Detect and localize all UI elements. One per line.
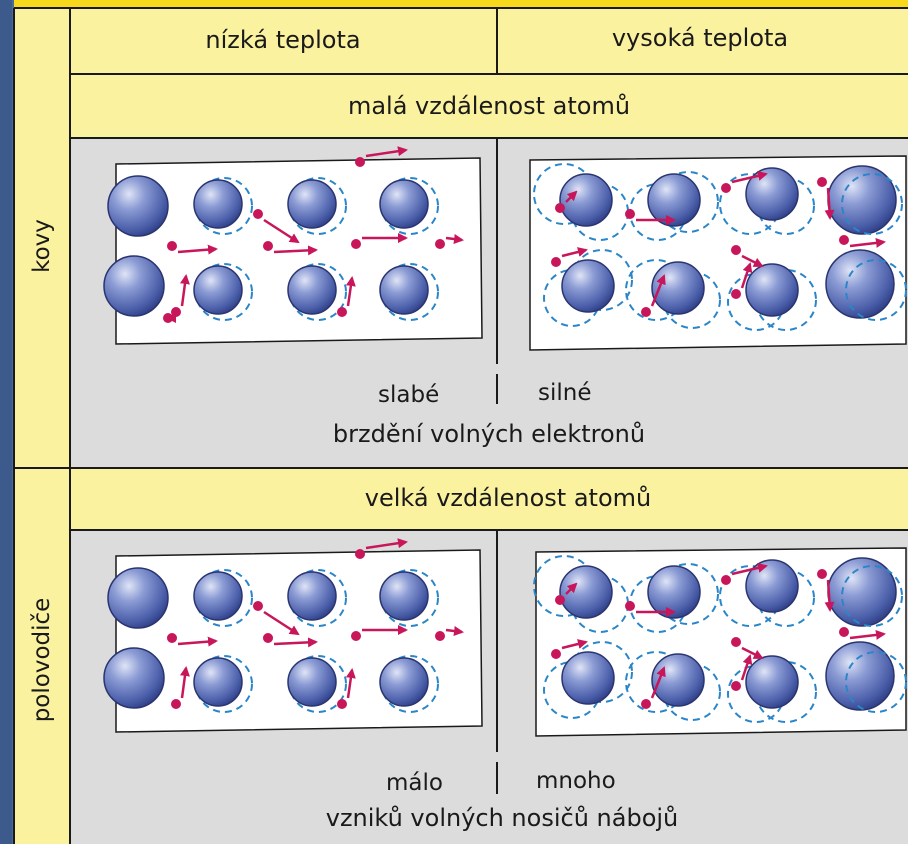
atom — [562, 652, 614, 704]
row-label-semiconductors: polovodiče — [29, 598, 55, 723]
electron — [167, 633, 177, 643]
atom — [746, 656, 798, 708]
metals-caption-area — [70, 364, 908, 468]
electron — [551, 649, 561, 659]
atom — [104, 256, 164, 316]
metals-distance-label: malá vzdálenost atomů — [348, 92, 630, 120]
atom — [380, 266, 428, 314]
electron — [337, 699, 347, 709]
electron — [435, 631, 445, 641]
electron — [171, 307, 181, 317]
column-header-high-temperature: vysoká teplota — [612, 24, 788, 52]
semiconductors-high-caption: mnoho — [536, 768, 616, 794]
atom — [648, 566, 700, 618]
electron — [355, 157, 365, 167]
electron — [171, 699, 181, 709]
electron — [263, 633, 273, 643]
electron — [253, 601, 263, 611]
atom — [288, 180, 336, 228]
electron — [839, 235, 849, 245]
atom — [380, 658, 428, 706]
atom — [104, 648, 164, 708]
electron — [641, 307, 651, 317]
electron — [721, 575, 731, 585]
atom — [194, 266, 242, 314]
semiconductors-bottom-caption: vzniků volných nosičů nábojů — [326, 804, 679, 832]
metals-bottom-caption: brzdění volných elektronů — [333, 420, 645, 448]
column-header-low-temperature: nízká teplota — [205, 26, 360, 54]
atom — [380, 572, 428, 620]
atom — [194, 572, 242, 620]
electron — [731, 637, 741, 647]
electron — [817, 569, 827, 579]
atom — [746, 264, 798, 316]
electron — [721, 183, 731, 193]
electron — [555, 203, 565, 213]
electron — [351, 239, 361, 249]
atom — [194, 180, 242, 228]
row-label-metals: kovy — [29, 219, 55, 273]
electron — [641, 699, 651, 709]
electron — [253, 209, 263, 219]
electron — [551, 257, 561, 267]
electron — [817, 177, 827, 187]
electron — [839, 627, 849, 637]
semiconductors-distance-label: velká vzdálenost atomů — [365, 484, 651, 512]
atom — [194, 658, 242, 706]
electron — [625, 601, 635, 611]
atom — [288, 266, 336, 314]
atom — [288, 658, 336, 706]
electron — [435, 239, 445, 249]
metals-low-caption: slabé — [378, 382, 439, 408]
electron — [337, 307, 347, 317]
electron — [625, 209, 635, 219]
electron — [355, 549, 365, 559]
electron — [731, 245, 741, 255]
electron — [731, 289, 741, 299]
atom — [380, 180, 428, 228]
electron — [167, 241, 177, 251]
electron — [351, 631, 361, 641]
electron — [263, 241, 273, 251]
atom — [648, 174, 700, 226]
atom — [828, 166, 896, 234]
semiconductors-low-caption: málo — [386, 770, 443, 796]
metals-high-caption: silné — [538, 380, 592, 406]
atom — [828, 558, 896, 626]
atom — [108, 176, 168, 236]
electron — [731, 681, 741, 691]
atom — [288, 572, 336, 620]
electron — [555, 595, 565, 605]
atom — [562, 260, 614, 312]
atom — [108, 568, 168, 628]
